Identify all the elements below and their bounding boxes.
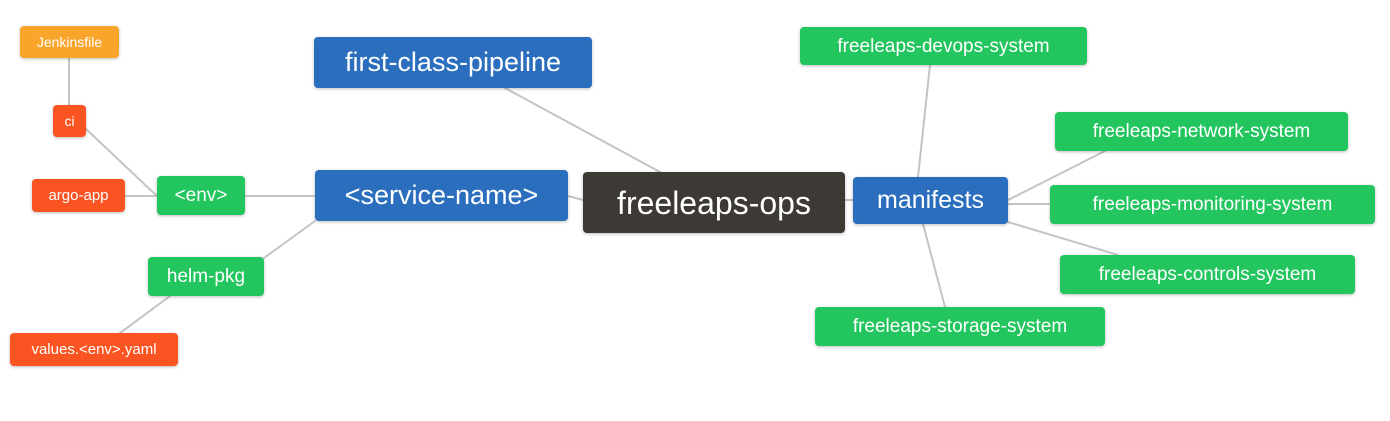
node-freeleaps-controls-system[interactable]: freeleaps-controls-system [1060,255,1355,294]
node-label-ci: ci [64,113,75,129]
node-first-class-pipeline[interactable]: first-class-pipeline [314,37,592,88]
node-freeleaps-devops-system[interactable]: freeleaps-devops-system [800,27,1087,65]
edge-manifests-to-freeleaps-devops-system [917,64,931,178]
edge-manifests-to-freeleaps-controls-system [1007,221,1119,256]
node-label-service-name: <service-name> [344,180,539,210]
node-jenkinsfile[interactable]: Jenkinsfile [20,26,119,58]
node-label-freeleaps-devops-system: freeleaps-devops-system [837,35,1050,57]
node-freeleaps-ops[interactable]: freeleaps-ops [583,172,845,233]
node-label-values-env-yaml: values.<env>.yaml [31,341,157,358]
node-env[interactable]: <env> [157,176,245,215]
node-service-name[interactable]: <service-name> [315,170,568,221]
node-label-freeleaps-ops: freeleaps-ops [617,184,811,221]
node-label-freeleaps-network-system: freeleaps-network-system [1092,121,1311,142]
edge-helm-pkg-to-values-env-yaml [119,295,171,334]
node-label-helm-pkg: helm-pkg [166,266,246,287]
node-values-env-yaml[interactable]: values.<env>.yaml [10,333,178,366]
node-helm-pkg[interactable]: helm-pkg [148,257,264,296]
node-freeleaps-monitoring-system[interactable]: freeleaps-monitoring-system [1050,185,1375,224]
node-freeleaps-network-system[interactable]: freeleaps-network-system [1055,112,1348,151]
edge-manifests-to-freeleaps-storage-system [922,223,946,308]
node-label-argo-app: argo-app [48,187,109,204]
node-argo-app[interactable]: argo-app [32,179,125,212]
edge-first-class-pipeline-to-freeleaps-ops [504,87,661,173]
edge-service-name-to-freeleaps-ops [567,195,584,201]
node-label-freeleaps-monitoring-system: freeleaps-monitoring-system [1092,194,1333,215]
node-label-freeleaps-storage-system: freeleaps-storage-system [852,316,1068,337]
node-label-freeleaps-controls-system: freeleaps-controls-system [1098,264,1317,285]
node-label-first-class-pipeline: first-class-pipeline [344,47,562,77]
node-label-jenkinsfile: Jenkinsfile [36,34,103,50]
node-label-env: <env> [174,185,228,206]
node-manifests[interactable]: manifests [853,177,1008,224]
node-label-manifests: manifests [877,186,984,214]
node-freeleaps-storage-system[interactable]: freeleaps-storage-system [815,307,1105,346]
node-ci[interactable]: ci [53,105,86,137]
edge-service-name-to-helm-pkg [263,220,316,259]
